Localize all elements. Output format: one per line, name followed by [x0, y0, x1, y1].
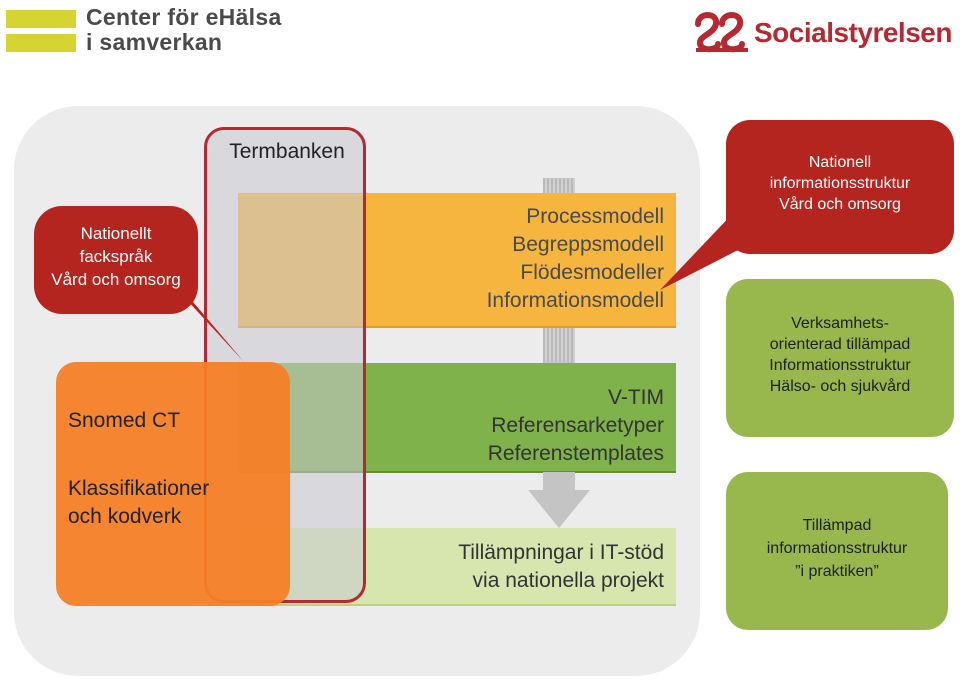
- socialstyrelsen-logo-text: Socialstyrelsen: [754, 17, 952, 48]
- right-pill-praktiken-line3: ”i praktiken”: [795, 563, 879, 580]
- left-callout-line3: Vård och omsorg: [51, 270, 181, 289]
- band-models-text: Processmodell Begreppsmodell Flödesmodel…: [244, 203, 664, 315]
- ehalsa-logo-line1: Center för eHälsa: [86, 4, 282, 30]
- right-pill-praktiken-line2: informationsstruktur: [766, 540, 908, 557]
- band-applications-text: Tillämpningar i IT-stöd via nationella p…: [244, 539, 664, 595]
- right-pill-verksamhet-line4: Hälso- och sjukvård: [769, 378, 911, 395]
- band-vtim-text: V-TIM Referensarketyper Referenstemplate…: [244, 384, 664, 468]
- band-vtim-line3: Referenstemplates: [487, 442, 664, 465]
- right-callout-national-line1: Nationell: [808, 154, 872, 171]
- band-models-line2: Begreppsmodell: [512, 233, 664, 256]
- snomed-line3: och kodverk: [68, 505, 182, 528]
- band-models-line1: Processmodell: [526, 205, 664, 228]
- arrow-shaft-top: [543, 178, 575, 193]
- band-applications-line1: Tillämpningar i IT-stöd: [458, 541, 664, 564]
- right-callout-pointer: [660, 180, 760, 300]
- left-callout-line1: Nationellt: [80, 224, 152, 243]
- logo-bar-top: [6, 10, 76, 28]
- band-models-line4: Informationsmodell: [486, 289, 664, 312]
- logo-bar-bottom: [6, 34, 76, 52]
- left-callout: Nationellt fackspråk Vård och omsorg: [34, 206, 198, 314]
- arrow-shaft-middle: [543, 328, 575, 363]
- band-applications-line2: via nationella projekt: [472, 569, 664, 592]
- band-models-line3: Flödesmodeller: [520, 261, 664, 284]
- snomed-title: Snomed CT: [68, 409, 181, 432]
- snomed-line2: Klassifikationer: [68, 477, 210, 500]
- right-pill-verksamhet-line1: Verksamhets-: [791, 315, 889, 332]
- right-pill-praktiken-line1: Tillämpad: [802, 517, 872, 534]
- right-callout-national: Nationell informationsstruktur Vård och …: [726, 120, 954, 254]
- ehalsa-logo-line2: i samverkan: [86, 29, 223, 55]
- right-pill-verksamhet-line2: orienterad tillämpad: [769, 336, 911, 353]
- right-pill-verksamhet-line3: Informationsstruktur: [769, 357, 911, 374]
- right-pill-praktiken: Tillämpad informationsstruktur ”i prakti…: [726, 472, 948, 630]
- band-vtim-line2: Referensarketyper: [491, 414, 664, 437]
- left-callout-line2: fackspråk: [79, 247, 153, 266]
- band-vtim-line1: V-TIM: [608, 386, 664, 409]
- socialstyrelsen-emblem-icon: [692, 10, 752, 54]
- snomed-box: [56, 362, 290, 606]
- right-callout-national-line2: informationsstruktur: [769, 175, 911, 192]
- down-arrow-icon: [528, 472, 590, 528]
- termbanken-label: Termbanken: [229, 140, 345, 163]
- right-pill-verksamhet: Verksamhets- orienterad tillämpad Inform…: [726, 279, 954, 437]
- right-callout-national-line3: Vård och omsorg: [779, 196, 901, 213]
